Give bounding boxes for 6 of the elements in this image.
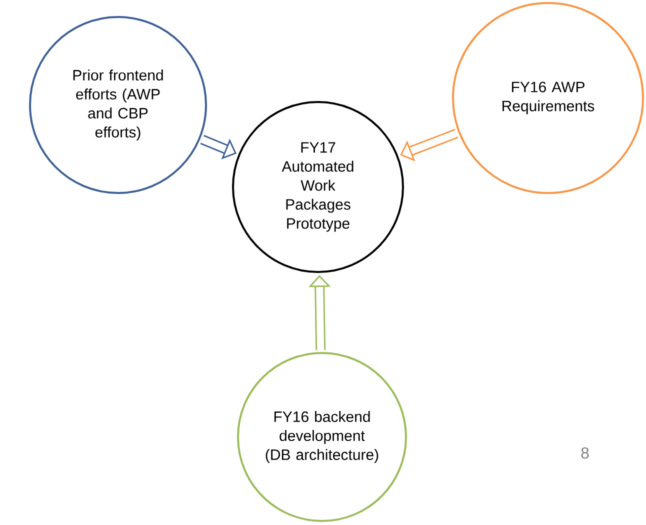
circle-node: FY16 backend development (DB architecture)	[237, 352, 407, 522]
page-number: 8	[581, 447, 589, 459]
circle-node: FY17 Automated Work Packages Prototype	[232, 101, 404, 273]
circle-node: Prior frontend efforts (AWP and CBP efforts)	[29, 16, 207, 194]
circle-node: FY16 AWP Requirements	[452, 2, 644, 194]
block-arrow	[400, 128, 458, 162]
